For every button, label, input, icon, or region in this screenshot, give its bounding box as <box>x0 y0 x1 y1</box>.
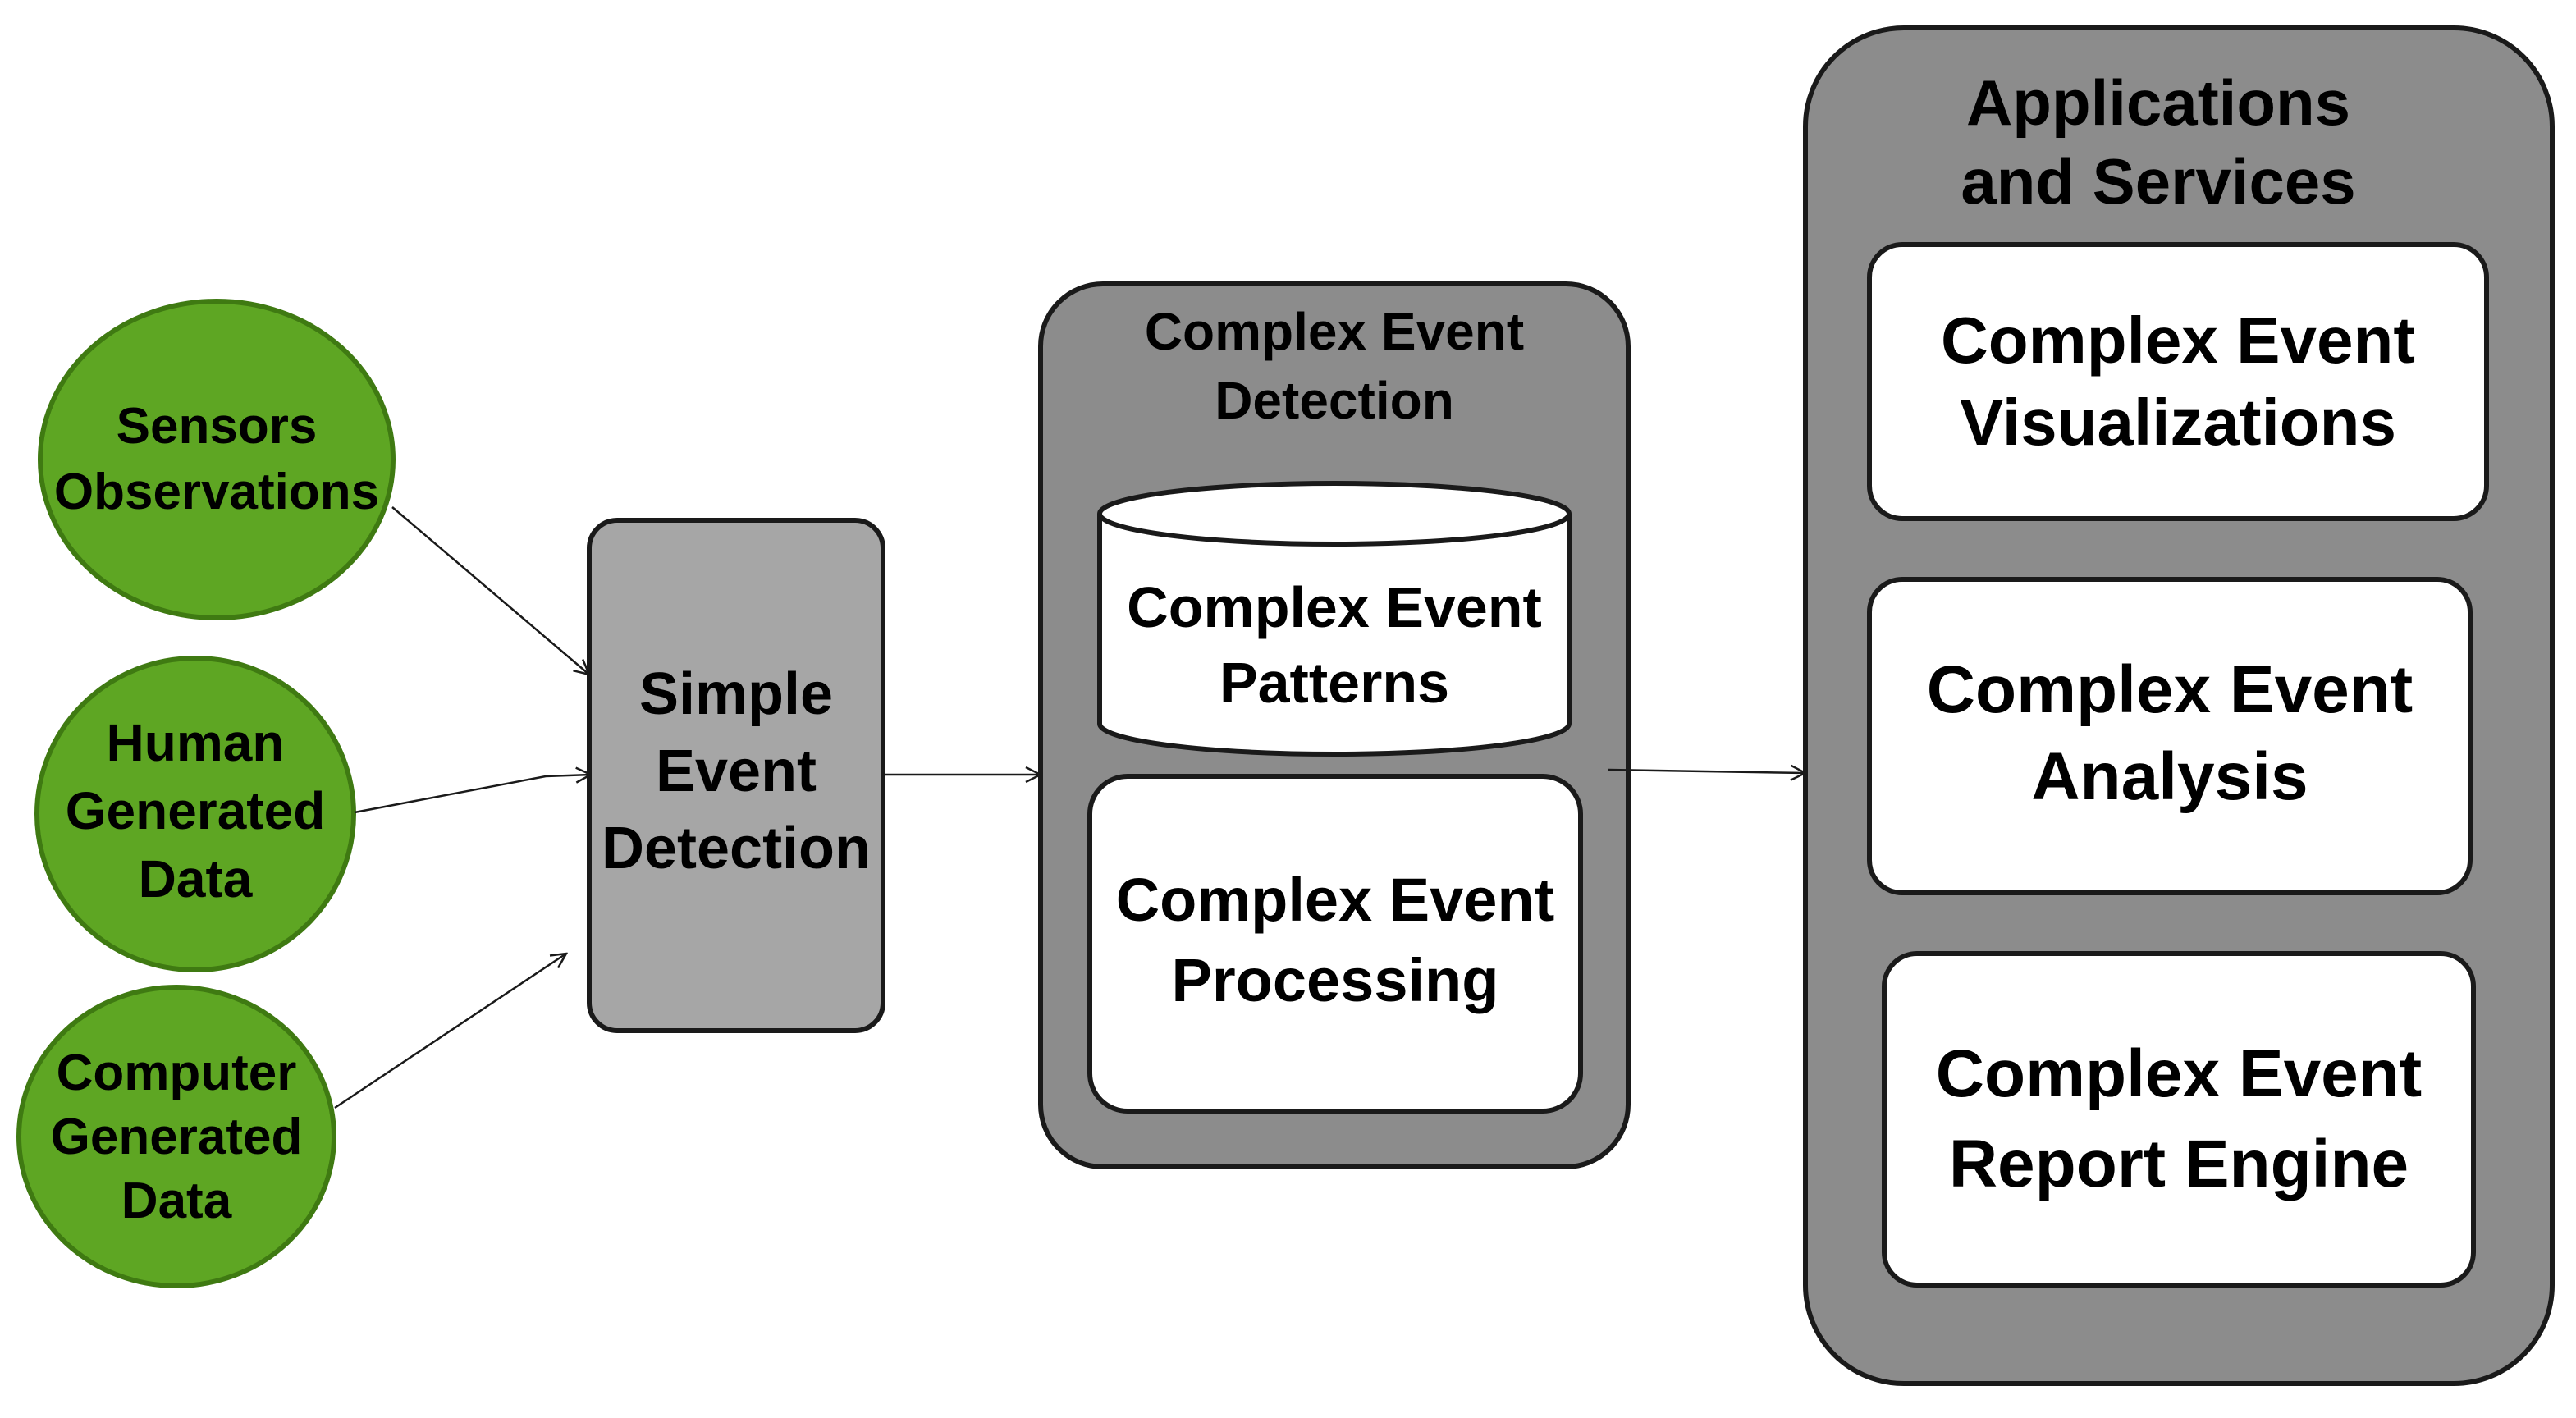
arrow-complex-to-applications <box>1608 770 1805 773</box>
visualizations-label-line2: Visualizations <box>1960 386 2396 459</box>
patterns-label-line2: Patterns <box>1219 651 1449 715</box>
analysis-box <box>1867 577 2473 895</box>
sensors-label-line1: Sensors <box>117 398 318 455</box>
processing-label-line2: Processing <box>1172 946 1499 1014</box>
sensors-circle <box>38 299 396 620</box>
human-label-line3: Data <box>139 849 253 908</box>
source-sensors-observations: Sensors Observations <box>38 299 396 620</box>
arrow-computer-to-simple <box>334 954 566 1109</box>
computer-label-line1: Computer <box>57 1045 297 1101</box>
arrow-human-to-simple <box>354 775 591 814</box>
analysis-label-line2: Analysis <box>2031 739 2308 814</box>
database-body <box>1097 514 1572 757</box>
report-label-line2: Report Engine <box>1949 1127 2409 1201</box>
report-label-line1: Complex Event <box>1936 1036 2422 1111</box>
source-human-generated-data: Human Generated Data <box>34 656 356 972</box>
sensors-label-line2: Observations <box>54 464 379 520</box>
computer-circle <box>16 985 336 1288</box>
complex-detection-title-line2: Detection <box>1215 371 1454 430</box>
visualizations-box-group: Complex Event Visualizations <box>1867 242 2489 521</box>
complex-event-detection: Complex Event Detection Complex Event Pa… <box>1038 281 1631 1169</box>
processing-label-line1: Complex Event <box>1116 866 1555 934</box>
simple-event-detection: Simple Event Detection <box>587 518 885 1033</box>
simple-detection-line3: Detection <box>602 816 871 881</box>
source-computer-generated-data: Computer Generated Data <box>16 985 336 1288</box>
analysis-box-group: Complex Event Analysis <box>1867 577 2473 895</box>
applications-title-line2: and Services <box>1961 145 2355 217</box>
computer-label-line2: Generated <box>51 1109 303 1165</box>
human-circle <box>34 656 356 972</box>
computer-label-line3: Data <box>121 1173 232 1229</box>
visualizations-label-line1: Complex Event <box>1941 304 2415 377</box>
analysis-label-line1: Complex Event <box>1927 652 2413 727</box>
complex-event-patterns-database: Complex Event Patterns <box>1097 481 1572 757</box>
processing-box <box>1087 774 1583 1114</box>
database-top <box>1097 481 1572 547</box>
human-label-line1: Human <box>107 713 285 772</box>
applications-title-line1: Applications <box>1966 66 2350 139</box>
report-engine-box <box>1882 951 2476 1288</box>
complex-detection-title-line1: Complex Event <box>1145 302 1524 361</box>
patterns-label-line1: Complex Event <box>1127 575 1542 639</box>
report-engine-box-group: Complex Event Report Engine <box>1882 951 2476 1288</box>
simple-detection-line1: Simple <box>639 661 833 727</box>
visualizations-box <box>1867 242 2489 521</box>
applications-and-services: Applications and Services Complex Event … <box>1803 25 2555 1386</box>
complex-event-processing: Complex Event Processing <box>1087 774 1583 1114</box>
arrow-sensors-to-simple <box>391 506 589 675</box>
simple-detection-line2: Event <box>656 739 817 804</box>
human-label-line2: Generated <box>66 781 326 840</box>
